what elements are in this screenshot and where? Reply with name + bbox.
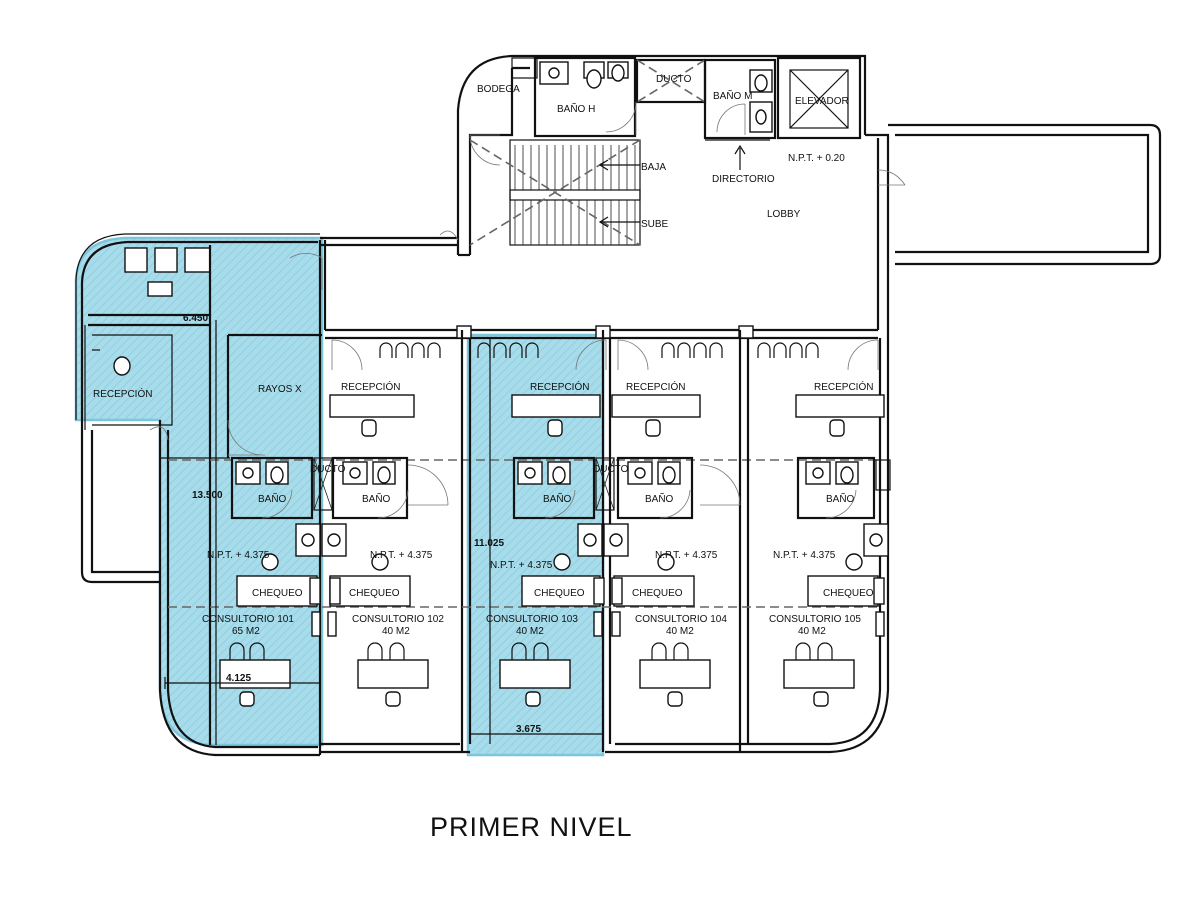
labels: BODEGA BAÑO H DUCTO BAÑO M ELEVADOR BAJA… <box>93 74 874 842</box>
bathrooms <box>230 456 891 520</box>
label-recepcion-105: RECEPCIÓN <box>814 380 873 393</box>
label-bano-m: BAÑO M <box>713 89 752 102</box>
label-area-103: 40 M2 <box>516 626 544 637</box>
label-bano-105: BAÑO <box>826 492 855 505</box>
unit-partitions <box>168 330 880 752</box>
suite-101 <box>84 240 327 755</box>
label-recepcion-101: RECEPCIÓN <box>93 387 152 400</box>
checkup-furniture <box>236 523 889 637</box>
plan-title: PRIMER NIVEL <box>430 812 633 842</box>
label-bano-102: BAÑO <box>362 492 391 505</box>
label-ducto-103: DUCTO <box>593 464 629 475</box>
label-chequeo-104: CHEQUEO <box>632 588 683 599</box>
label-npt-102: N.P.T. + 4.375 <box>370 550 433 561</box>
label-chequeo-103: CHEQUEO <box>534 588 585 599</box>
label-consultorio-103: CONSULTORIO 103 <box>486 614 578 625</box>
label-area-105: 40 M2 <box>798 626 826 637</box>
label-bodega: BODEGA <box>477 84 520 95</box>
building-walls <box>75 123 1162 757</box>
label-npt-105: N.P.T. + 4.375 <box>773 550 836 561</box>
label-baja: BAJA <box>641 162 666 173</box>
label-area-101: 65 M2 <box>232 626 260 637</box>
label-recepcion-102: RECEPCIÓN <box>341 380 400 393</box>
label-consultorio-105: CONSULTORIO 105 <box>769 614 861 625</box>
dim-desk-width-101: 4.125 <box>226 673 251 684</box>
label-consultorio-102: CONSULTORIO 102 <box>352 614 444 625</box>
label-bano-101: BAÑO <box>258 492 287 505</box>
label-bano-103: BAÑO <box>543 492 572 505</box>
core-block <box>456 54 867 255</box>
label-npt-104: N.P.T. + 4.375 <box>655 550 718 561</box>
label-elevador: ELEVADOR <box>795 96 849 107</box>
label-bano-h: BAÑO H <box>557 102 595 115</box>
label-recepcion-103: RECEPCIÓN <box>530 380 589 393</box>
office-desks <box>219 642 855 707</box>
label-chequeo-105: CHEQUEO <box>823 588 874 599</box>
label-chequeo-102: CHEQUEO <box>349 588 400 599</box>
label-area-104: 40 M2 <box>666 626 694 637</box>
label-npt-lobby: N.P.T. + 0.20 <box>788 153 845 164</box>
dimension-lines <box>164 320 604 745</box>
label-area-102: 40 M2 <box>382 626 410 637</box>
dim-top-width-101: 6.450 <box>183 313 208 324</box>
label-npt-101: N.P.T. + 4.375 <box>207 550 270 561</box>
label-rayos-x: RAYOS X <box>258 384 302 395</box>
dim-width-103: 3.675 <box>516 724 541 735</box>
label-chequeo-101: CHEQUEO <box>252 588 303 599</box>
label-bano-104: BAÑO <box>645 492 674 505</box>
label-consultorio-104: CONSULTORIO 104 <box>635 614 727 625</box>
label-lobby: LOBBY <box>767 209 801 220</box>
label-ducto-core: DUCTO <box>656 74 692 85</box>
label-consultorio-101: CONSULTORIO 101 <box>202 614 294 625</box>
label-npt-103: N.P.T. + 4.375 <box>490 560 553 571</box>
label-sube: SUBE <box>641 219 669 230</box>
label-ducto-101: DUCTO <box>310 464 346 475</box>
label-recepcion-104: RECEPCIÓN <box>626 380 685 393</box>
reception-furniture <box>329 339 885 437</box>
label-directorio: DIRECTORIO <box>712 174 775 185</box>
dim-height-103: 11.025 <box>474 538 504 549</box>
dim-height-101: 13.500 <box>192 490 223 501</box>
consultorio-103-highlight <box>466 333 605 757</box>
